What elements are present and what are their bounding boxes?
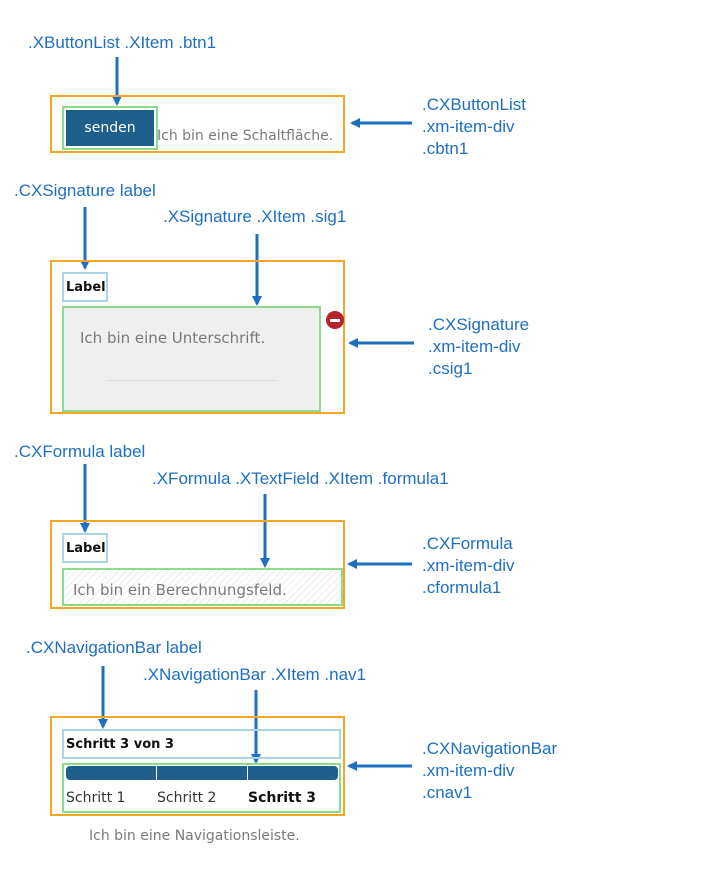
navigation-label-outline (62, 729, 341, 759)
formula-field[interactable] (64, 570, 341, 604)
callout-cxnavigationbar: .CXNavigationBar .xm-item-div .cnav1 (422, 739, 558, 802)
cxsignature-container (50, 260, 345, 414)
signature-line (107, 380, 277, 381)
cxbuttonlist-container (50, 95, 345, 153)
callout-cxsignature-label: .CXSignature label (14, 181, 156, 200)
signature-label: Label (66, 280, 106, 295)
nav-step-3-active[interactable]: Schritt 3 (248, 790, 317, 806)
callout-cxsignature: .CXSignature .xm-item-div .csig1 (428, 315, 530, 378)
callout-xbuttonlist: .XButtonList .XItem .btn1 (28, 33, 217, 52)
callout-xsignature: .XSignature .XItem .sig1 (163, 207, 347, 226)
nav-step-2[interactable]: Schritt 2 (157, 790, 217, 806)
xformula-item-outline (62, 568, 343, 606)
xsignature-item-outline (62, 306, 321, 412)
signature-placeholder: Ich bin eine Unterschrift. (80, 329, 266, 347)
formula-placeholder: Ich bin ein Berechnungsfeld. (73, 581, 287, 599)
signature-label-outline (62, 272, 108, 302)
button-caption: Ich bin eine Schaltfläche. (157, 128, 334, 144)
formula-label-outline (62, 533, 108, 563)
senden-button[interactable]: senden (66, 110, 154, 146)
callout-cxnavigationbar-label: .CXNavigationBar label (26, 638, 202, 657)
callout-cxformula: .CXFormula .xm-item-div .cformula1 (422, 534, 515, 597)
navigation-caption: Ich bin eine Navigationsleiste. (89, 828, 300, 844)
minus-circle-icon[interactable] (326, 311, 344, 329)
callout-cxformula-label: .CXFormula label (14, 442, 146, 461)
xnavigationbar-item-outline (62, 763, 341, 813)
cxformula-container (50, 520, 345, 609)
nav-segment[interactable] (247, 766, 338, 780)
nav-segment[interactable] (156, 766, 247, 780)
nav-segment[interactable] (66, 766, 156, 780)
signature-pad[interactable] (64, 308, 319, 410)
cxnavigationbar-container (50, 716, 345, 816)
formula-label: Label (66, 541, 106, 556)
navigation-label: Schritt 3 von 3 (66, 737, 174, 752)
callout-xformula: .XFormula .XTextField .XItem .formula1 (152, 469, 449, 488)
callout-cxbuttonlist: .CXButtonList .xm-item-div .cbtn1 (422, 95, 526, 158)
nav-step-1[interactable]: Schritt 1 (66, 790, 126, 806)
navigation-progress-bar (66, 766, 338, 780)
callout-xnavigationbar: .XNavigationBar .XItem .nav1 (143, 665, 367, 684)
xbuttonlist-item-outline (62, 106, 158, 150)
